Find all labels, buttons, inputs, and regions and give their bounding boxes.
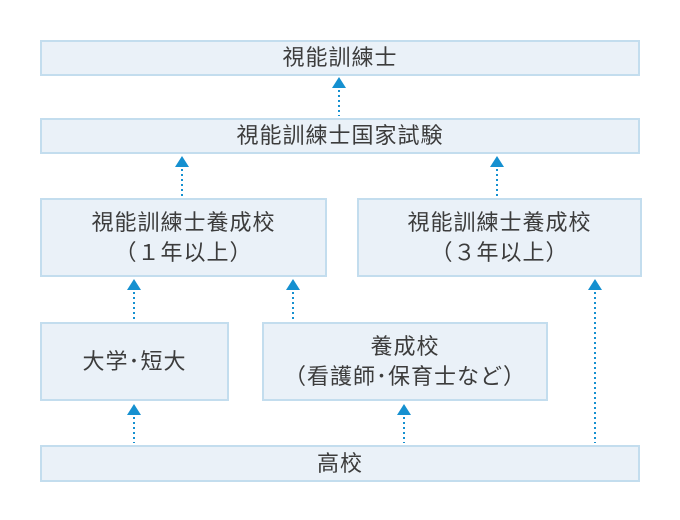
box-vocational-school: 養成校 （看護師･保育士など） [262,322,548,401]
arrow-head-icon [175,156,189,167]
arrow-dotted-tail [133,417,135,443]
arrow-head-icon [127,279,141,290]
dotted-up-arrow-icon-exam-to-orthoptist [332,77,346,116]
arrow-head-icon [490,156,504,167]
box-university-label: 大学･短大 [82,348,187,374]
dotted-up-arrow-icon-school1yr-to-exam [175,156,189,196]
arrow-head-icon [286,279,300,290]
box-training-school-3yr: 視能訓練士養成校 （３年以上） [357,198,642,277]
box-orthoptist-label: 視能訓練士 [282,45,398,71]
box-high-school-label: 高校 [316,450,363,476]
box-orthoptist: 視能訓練士 [40,40,640,76]
box-training-school-3yr-line2: （３年以上） [430,239,569,265]
box-training-school-1yr-line2: （１年以上） [114,239,253,265]
box-vocational-school-line1: 養成校 [370,334,440,360]
arrow-dotted-tail [133,292,135,320]
arrow-head-icon [588,279,602,290]
box-training-school-1yr: 視能訓練士養成校 （１年以上） [40,198,327,277]
box-university: 大学･短大 [40,322,229,401]
arrow-dotted-tail [496,169,498,196]
dotted-up-arrow-icon-highschool-to-university [127,404,141,443]
box-high-school: 高校 [40,445,640,482]
arrow-dotted-tail [338,90,340,116]
arrow-dotted-tail [292,292,294,320]
arrow-head-icon [127,404,141,415]
dotted-up-arrow-icon-school3yr-to-exam [490,156,504,196]
box-training-school-3yr-line1: 視能訓練士養成校 [407,210,592,236]
dotted-up-arrow-icon-highschool-to-school3yr [588,279,602,443]
dotted-up-arrow-icon-vocational-to-school1yr [286,279,300,320]
dotted-up-arrow-icon-highschool-to-vocational [397,404,411,443]
box-training-school-1yr-line1: 視能訓練士養成校 [91,210,276,236]
arrow-dotted-tail [403,417,405,443]
box-national-exam: 視能訓練士国家試験 [40,118,640,154]
arrow-dotted-tail [181,169,183,196]
arrow-head-icon [332,77,346,88]
box-national-exam-label: 視能訓練士国家試験 [236,123,444,149]
arrow-head-icon [397,404,411,415]
dotted-up-arrow-icon-university-to-school1yr [127,279,141,320]
box-vocational-school-line2: （看護師･保育士など） [283,363,526,389]
arrow-dotted-tail [594,292,596,443]
